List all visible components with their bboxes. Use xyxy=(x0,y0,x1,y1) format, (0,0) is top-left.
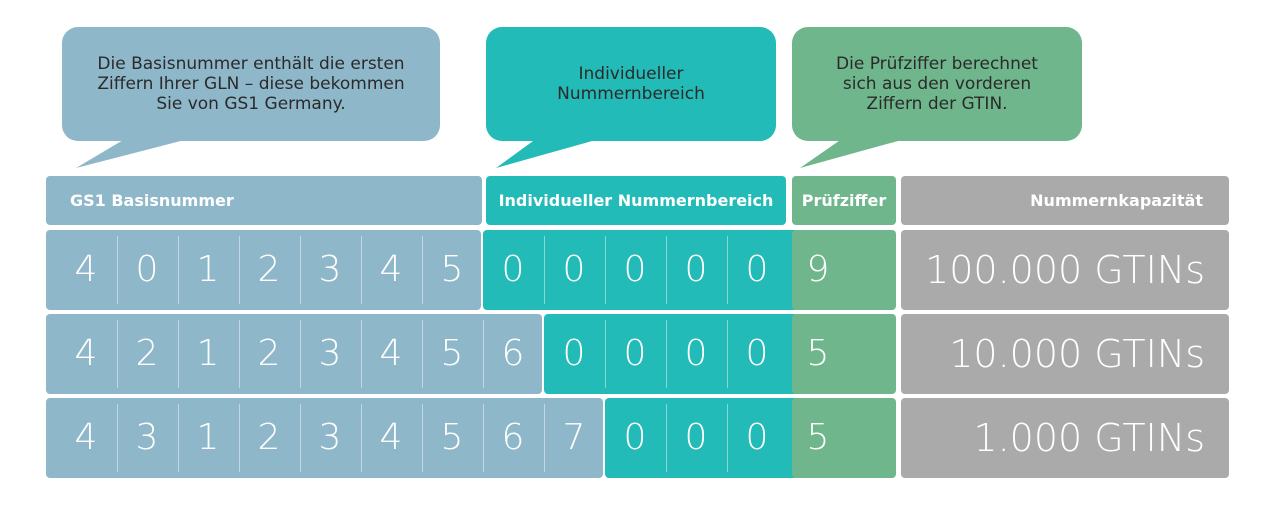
kapazitaet-segment xyxy=(901,314,1229,394)
number-capacity: 1.000 GTINs xyxy=(973,416,1205,460)
digit-separator xyxy=(361,404,362,472)
gtin-digit: 0 xyxy=(135,249,159,290)
gtin-digit: 4 xyxy=(379,333,403,374)
pruefziffer-segment xyxy=(792,314,896,394)
digit-separator xyxy=(117,236,118,304)
digit-separator xyxy=(544,404,545,472)
digit-separator xyxy=(117,320,118,388)
gtin-digit: 4 xyxy=(379,249,403,290)
callout-basisnummer: Die Basisnummer enthält die ersten Ziffe… xyxy=(62,27,440,141)
digit-separator xyxy=(239,404,240,472)
kapazitaet-segment xyxy=(901,398,1229,478)
check-digit: 5 xyxy=(806,333,830,374)
bubble-tail-basisnummer xyxy=(76,136,200,168)
digit-separator xyxy=(117,404,118,472)
gtin-digit: 4 xyxy=(74,417,98,458)
digit-separator xyxy=(727,404,728,472)
digit-separator xyxy=(605,320,606,388)
header-basisnummer: GS1 Basisnummer xyxy=(46,176,482,225)
digit-separator xyxy=(239,320,240,388)
digit-separator xyxy=(239,236,240,304)
bubble-tail-individuell xyxy=(496,136,610,168)
digit-separator xyxy=(178,320,179,388)
header-pruefziffer: Prüfziffer xyxy=(792,176,896,225)
digit-separator xyxy=(483,404,484,472)
gtin-digit: 1 xyxy=(196,249,220,290)
digit-separator xyxy=(666,236,667,304)
gtin-digit: 1 xyxy=(196,417,220,458)
individueller-segment xyxy=(483,230,798,310)
gtin-digit: 0 xyxy=(684,249,708,290)
digit-separator xyxy=(361,236,362,304)
number-capacity: 100.000 GTINs xyxy=(925,248,1205,292)
digit-separator xyxy=(666,320,667,388)
digit-separator xyxy=(544,236,545,304)
basisnummer-segment xyxy=(46,398,603,478)
gtin-digit: 4 xyxy=(74,333,98,374)
digit-separator xyxy=(727,320,728,388)
gtin-digit: 0 xyxy=(684,333,708,374)
gtin-digit: 0 xyxy=(623,249,647,290)
basisnummer-segment xyxy=(46,314,542,394)
header-nummernkapazitaet: Nummernkapazität xyxy=(901,176,1229,225)
gtin-digit: 3 xyxy=(318,333,342,374)
individueller-segment xyxy=(605,398,798,478)
gtin-digit: 4 xyxy=(74,249,98,290)
gtin-digit: 6 xyxy=(501,333,525,374)
gtin-digit: 0 xyxy=(623,417,647,458)
gtin-digit: 2 xyxy=(257,333,281,374)
gtin-digit: 0 xyxy=(501,249,525,290)
kapazitaet-segment xyxy=(901,230,1229,310)
number-capacity: 10.000 GTINs xyxy=(949,332,1205,376)
digit-separator xyxy=(422,404,423,472)
gtin-digit: 0 xyxy=(562,249,586,290)
check-digit: 5 xyxy=(806,417,830,458)
gtin-digit: 0 xyxy=(745,333,769,374)
digit-separator xyxy=(361,320,362,388)
gtin-digit: 3 xyxy=(135,417,159,458)
gtin-digit: 6 xyxy=(501,417,525,458)
gtin-digit: 2 xyxy=(257,249,281,290)
gtin-digit: 5 xyxy=(440,249,464,290)
pruefziffer-segment xyxy=(792,230,896,310)
gtin-digit: 0 xyxy=(623,333,647,374)
gtin-digit: 7 xyxy=(562,417,586,458)
digit-separator xyxy=(300,404,301,472)
header-individueller-nummernbereich: Individueller Nummernbereich xyxy=(486,176,786,225)
gtin-digit: 2 xyxy=(135,333,159,374)
gtin-digit: 2 xyxy=(257,417,281,458)
digit-separator xyxy=(483,320,484,388)
gtin-digit: 5 xyxy=(440,333,464,374)
callout-individueller-nummernbereich: Individueller Nummernbereich xyxy=(486,27,776,141)
digit-separator xyxy=(727,236,728,304)
gtin-digit: 0 xyxy=(562,333,586,374)
gtin-digit: 0 xyxy=(684,417,708,458)
pruefziffer-segment xyxy=(792,398,896,478)
gtin-digit: 3 xyxy=(318,249,342,290)
gtin-digit: 0 xyxy=(745,249,769,290)
digit-separator xyxy=(605,236,606,304)
digit-separator xyxy=(300,236,301,304)
digit-separator xyxy=(666,404,667,472)
gtin-digit: 3 xyxy=(318,417,342,458)
gtin-digit: 0 xyxy=(745,417,769,458)
gtin-digit: 5 xyxy=(440,417,464,458)
bubble-tail-pruefziffer xyxy=(800,136,916,168)
gtin-digit: 4 xyxy=(379,417,403,458)
digit-separator xyxy=(178,236,179,304)
individueller-segment xyxy=(544,314,798,394)
gtin-digit: 1 xyxy=(196,333,220,374)
check-digit: 9 xyxy=(806,249,830,290)
callout-pruefziffer: Die Prüfziffer berechnet sich aus den vo… xyxy=(792,27,1082,141)
digit-separator xyxy=(178,404,179,472)
digit-separator xyxy=(422,320,423,388)
digit-separator xyxy=(300,320,301,388)
basisnummer-segment xyxy=(46,230,481,310)
digit-separator xyxy=(422,236,423,304)
